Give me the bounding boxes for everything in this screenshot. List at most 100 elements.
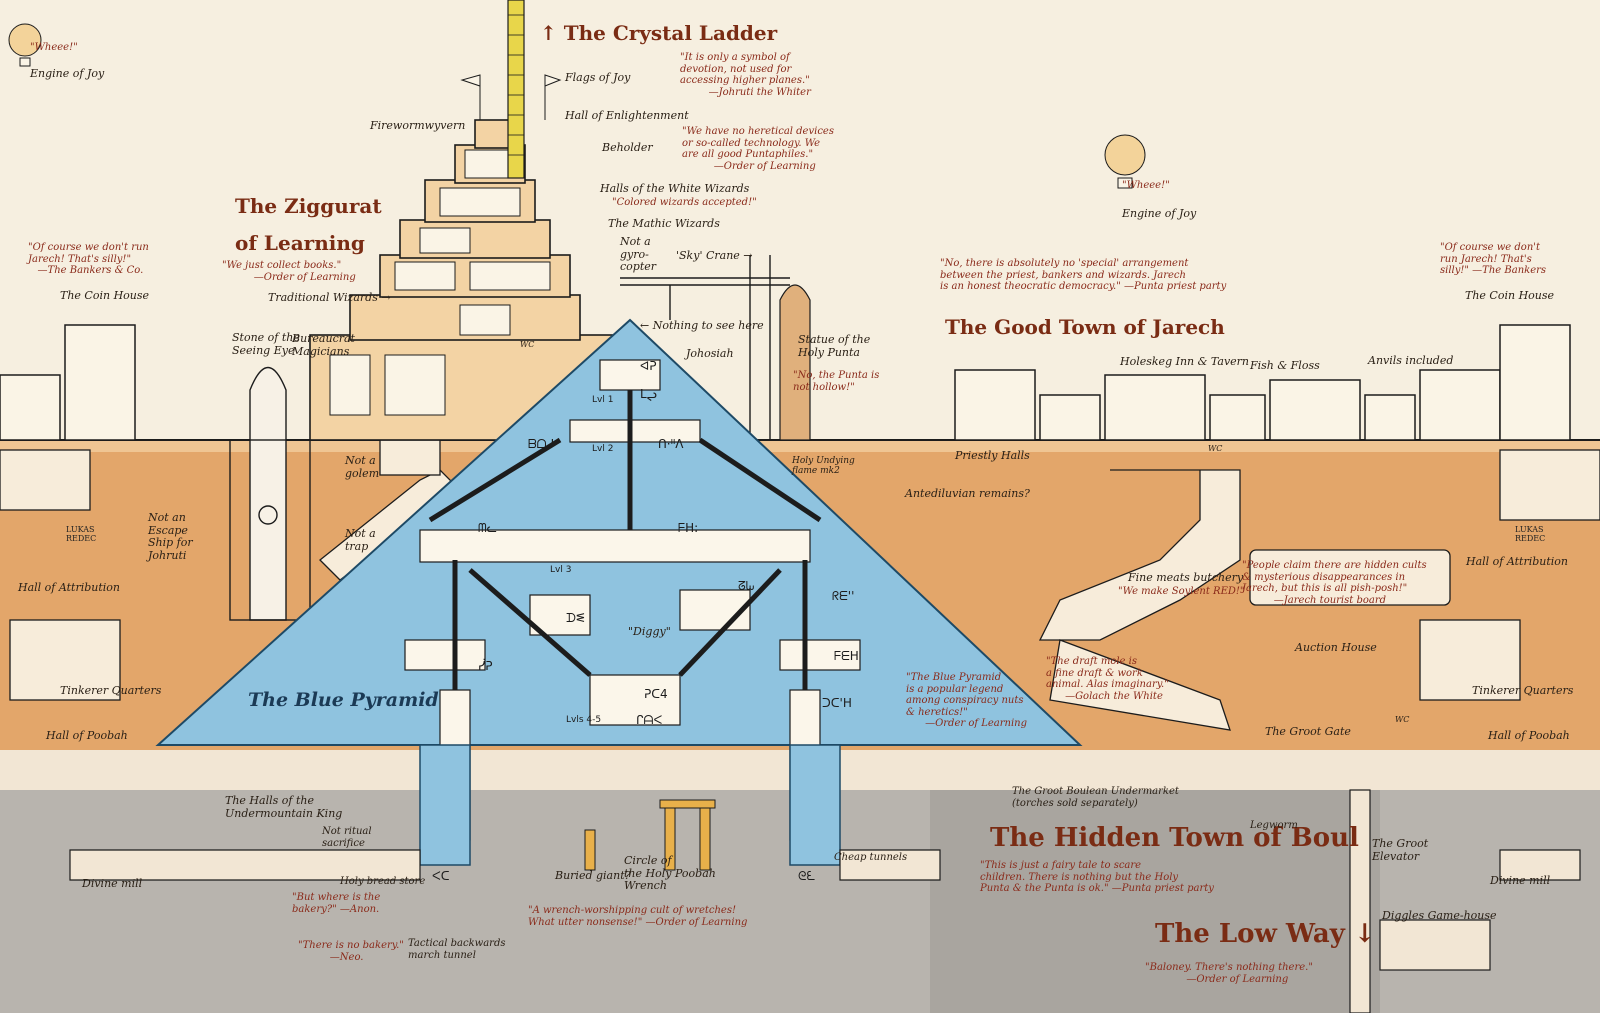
halls-white-wizards-label: Halls of the White Wizards <box>600 182 750 195</box>
underground-tunnel-far-right <box>1499 849 1581 881</box>
hall-of-enlightenment-label: Hall of Enlightenment <box>565 109 689 122</box>
hall-attribution-left-label: Hall of Attribution <box>18 581 121 594</box>
pyramid-level-1: Lvl 1 <box>592 395 614 405</box>
good-town-title: The Good Town of Jarech <box>945 315 1225 339</box>
glyph-8: ᘔᘈ <box>738 579 755 593</box>
order-tech-quote: "We have no heretical devices or so-call… <box>682 126 834 172</box>
flags-of-joy <box>460 74 562 120</box>
tactical-march-label: Tactical backwards march tunnel <box>408 938 506 961</box>
no-bakery-quote: "There is no bakery." —Neo. <box>298 940 404 963</box>
low-way-title: The Low Way ↓ <box>1155 919 1376 949</box>
sky-crane <box>620 255 790 440</box>
sky-crane-label: 'Sky' Crane → <box>676 249 753 262</box>
blue-pyramid-legend-quote: "The Blue Pyramid is a popular legend am… <box>906 672 1028 729</box>
underground-tunnel-left <box>69 849 421 881</box>
hall-attribution-right-label: Hall of Attribution <box>1466 555 1569 568</box>
hall-poobah-left-label: Hall of Poobah <box>46 729 128 742</box>
ziggurat-title-line1: The Ziggurat <box>235 194 382 218</box>
glyph-11: ᓰᕈ <box>478 659 493 673</box>
glyph-5: ᗰᓚ <box>478 521 497 535</box>
nothing-to-see-label: ← Nothing to see here <box>640 319 764 332</box>
glyph-16: ᘓᘍ <box>798 869 816 883</box>
glyph-4: ᑎ·ᐦᐱ <box>658 437 684 451</box>
statue-of-holy-punta <box>779 284 811 441</box>
anvils-label: Anvils included <box>1368 354 1454 367</box>
glyph-10: ᖴᗴᕼ <box>834 649 859 663</box>
punta-statue-quote: "No, the Punta is not hollow!" <box>793 370 880 393</box>
mathic-wizards-label: The Mathic Wizards <box>608 217 720 230</box>
engine-of-joy-balloon-left <box>8 23 42 67</box>
buried-giant-label: Buried giant? <box>555 869 631 882</box>
glyph-12: ᕈᑕ4 <box>644 687 668 701</box>
bureaucrat-magicians-label: Bureaucrat Magicians <box>292 332 355 358</box>
divine-mill-left-label: Divine mill <box>82 877 143 890</box>
crystal-ladder-title: ↑ The Crystal Ladder <box>540 21 778 45</box>
pyramid-level-2: Lvl 2 <box>592 444 614 454</box>
tomb-right-label: LUKAS REDEC <box>1515 525 1546 544</box>
antediluvian-label: Antediluvian remains? <box>905 487 1030 500</box>
groot-elevator-label: The Groot Elevator <box>1372 837 1429 863</box>
stone-seeing-eye-label: Stone of the Seeing Eye <box>232 331 300 357</box>
tinkerer-left-label: Tinkerer Quarters <box>60 684 162 697</box>
ziggurat-title-line2: of Learning <box>235 231 365 255</box>
jarech-buildings <box>0 324 1571 441</box>
fine-meats-label: Fine meats butchery <box>1128 571 1244 584</box>
baloney-quote: "Baloney. There's nothing there." —Order… <box>1145 962 1313 985</box>
not-escape-ship-label: Not an Escape Ship for Johruti <box>148 511 193 562</box>
glyph-15: ᐸᑕ <box>432 869 450 883</box>
groot-undermarket-label: The Groot Boulean Undermarket (torches s… <box>1012 786 1179 809</box>
holy-bread-store-label: Holy bread store <box>340 876 426 887</box>
circle-poobah-wrench-label: Circle of the Holy Poobah Wrench <box>624 854 716 893</box>
engine-of-joy-left-label: Engine of Joy <box>30 67 105 80</box>
traditional-wizards-label: Traditional Wizards → <box>268 291 391 304</box>
draft-mole-quote: "The draft mole is a fine draft & work a… <box>1046 656 1169 702</box>
groot-gate-label: The Groot Gate <box>1265 725 1351 738</box>
topsoil-strip <box>0 440 1600 452</box>
rocket-escape-ship <box>229 367 311 621</box>
tinkerer-right-label: Tinkerer Quarters <box>1472 684 1574 697</box>
hidden-town-title: The Hidden Town of Boul <box>990 823 1359 853</box>
hall-poobah-right-label: Hall of Poobah <box>1488 729 1570 742</box>
ziggurat-windows <box>329 149 551 416</box>
halls-undermountain-label: The Halls of the Undermountain King <box>225 794 343 820</box>
firewormwyvern-label: Firewormwyvern <box>370 119 466 132</box>
cheap-tunnels-label: Cheap tunnels <box>834 852 908 863</box>
bakery-quote: "But where is the bakery?" —Anon. <box>292 892 381 915</box>
blue-pyramid <box>155 318 1083 841</box>
pyramid-pillars <box>419 744 841 866</box>
bankers-right-quote: "Of course we don't run Jarech! That's s… <box>1440 242 1547 276</box>
engine-joy-right-cry: "Wheee!" <box>1122 180 1170 191</box>
priestly-halls-label: Priestly Halls <box>955 449 1030 462</box>
statue-of-punta-label: Statue of the Holy Punta <box>798 333 871 359</box>
crystal-ladder <box>507 0 525 179</box>
bankers-left-quote: "Of course we don't run Jarech! That's s… <box>28 242 149 276</box>
wrench-cult-quote: "A wrench-worshipping cult of wretches! … <box>528 905 748 928</box>
auction-house-label: Auction House <box>1295 641 1377 654</box>
wc-jarech-label: WC <box>1208 444 1223 453</box>
glyph-7: ᖇᗴ'' <box>832 589 855 603</box>
fish-floss-label: Fish & Floss <box>1250 359 1320 372</box>
glyph-1: ᐊᕈ <box>640 359 657 373</box>
johosiah-label: Johosiah <box>686 347 734 360</box>
wc-tinkerer-label: WC <box>1395 715 1410 724</box>
tomb-left-label: LUKAS REDEC <box>66 525 97 544</box>
divine-mill-right-label: Divine mill <box>1490 874 1551 887</box>
glyph-3: ᗷᗝᒍ <box>528 437 555 451</box>
underground-tunnel-right <box>839 849 941 881</box>
pyramid-level-4-5: Lvls 4-5 <box>566 715 602 725</box>
ladder-quote: "It is only a symbol of devotion, not us… <box>680 52 811 98</box>
groot-elevator-shaft <box>1349 789 1371 1013</box>
engine-joy-left-cry: "Wheee!" <box>30 42 78 53</box>
colored-wizards-quote: "Colored wizards accepted!" <box>612 197 757 208</box>
not-ritual-label: Not ritual sacrifice <box>322 826 372 849</box>
hidden-cults-quote: "People claim there are hidden cults & m… <box>1242 560 1427 606</box>
glyph-6: ᖴᕼ: <box>678 521 699 535</box>
soylent-quote: "We make Soylent RED!" <box>1118 586 1245 597</box>
coin-house-right-label: The Coin House <box>1465 289 1555 302</box>
priest-party-quote: "No, there is absolutely no 'special' ar… <box>940 258 1227 292</box>
holeskeg-inn-label: Holeskeg Inn & Tavern <box>1120 355 1250 368</box>
holy-undying-flame-label: Holy Undying flame mk2 <box>792 456 855 477</box>
not-golem-label: Not a golem <box>345 454 380 480</box>
